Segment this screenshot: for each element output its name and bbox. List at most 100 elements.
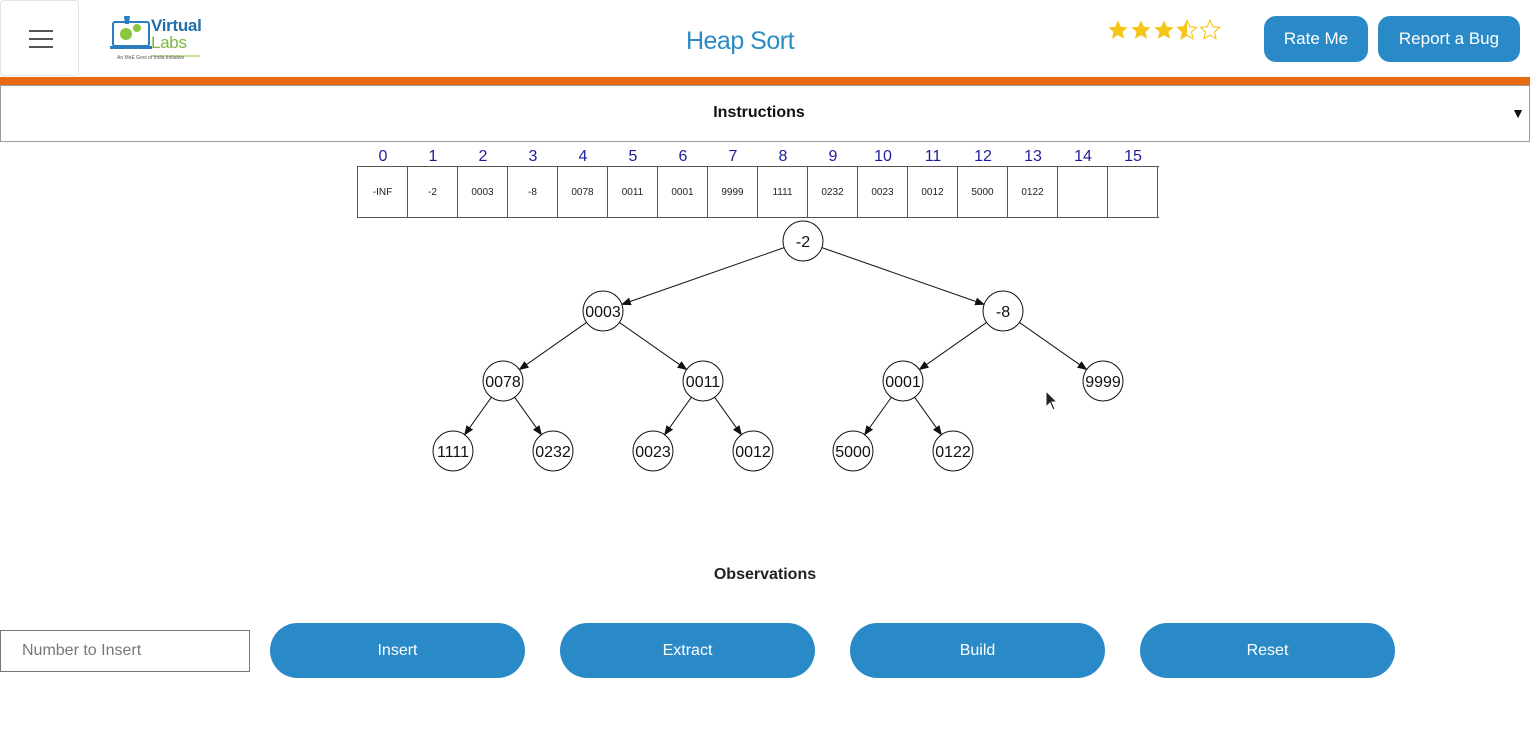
array-cell: 0003 bbox=[458, 167, 508, 217]
tree-node-label: 1111 bbox=[437, 444, 469, 461]
tree-node-label: -2 bbox=[796, 234, 810, 251]
tree-node: -2 bbox=[782, 220, 824, 262]
tree-node-circle bbox=[682, 360, 724, 402]
extract-button[interactable]: Extract bbox=[560, 623, 815, 678]
tree-node-label: 9999 bbox=[1085, 374, 1121, 391]
array-cell: 0012 bbox=[908, 167, 958, 217]
array-cell: 0078 bbox=[558, 167, 608, 217]
array-index-label: 2 bbox=[478, 148, 488, 165]
tree-node-label: 0023 bbox=[635, 444, 671, 461]
rate-me-button[interactable]: Rate Me bbox=[1264, 16, 1368, 62]
logo-tagline: An MoE Govt of India Initiative bbox=[117, 55, 185, 61]
tree-node-circle bbox=[782, 220, 824, 262]
array-index-label: 15 bbox=[1124, 148, 1142, 165]
tree-node-label: 0001 bbox=[885, 374, 921, 391]
build-button[interactable]: Build bbox=[850, 623, 1105, 678]
array-cell: 0232 bbox=[808, 167, 858, 217]
array-index-label: 12 bbox=[974, 148, 992, 165]
array-index-label: 4 bbox=[578, 148, 588, 165]
tree-node-circle bbox=[532, 430, 574, 472]
virtual-labs-logo-icon[interactable] bbox=[110, 12, 202, 64]
array-cell: 0011 bbox=[608, 167, 658, 217]
tree-node-circle bbox=[882, 360, 924, 402]
tree-node: 0232 bbox=[532, 430, 574, 472]
tree-edge bbox=[918, 322, 987, 371]
array-index-label: 0 bbox=[378, 148, 388, 165]
tree-edge bbox=[518, 322, 587, 371]
tree-node-circle bbox=[982, 290, 1024, 332]
tree-node-circle bbox=[1082, 360, 1124, 402]
tree-edge bbox=[864, 396, 892, 436]
tree-node-circle bbox=[632, 430, 674, 472]
heap-tree: -2 0003 -8 0078 0011 0001 9999 1111 0232 0023 0012… bbox=[432, 220, 1124, 472]
tree-edge bbox=[620, 247, 785, 306]
array-cell bbox=[1108, 167, 1158, 217]
array-cell: 5000 bbox=[958, 167, 1008, 217]
star-full-icon[interactable] bbox=[1107, 19, 1129, 41]
tree-edge bbox=[821, 247, 986, 306]
tree-node-circle bbox=[832, 430, 874, 472]
tree-node-label: 0011 bbox=[686, 374, 721, 391]
tree-node-label: 0012 bbox=[735, 444, 771, 461]
array-index-label: 11 bbox=[924, 148, 942, 165]
tree-node: 0011 bbox=[682, 360, 724, 402]
chevron-down-icon[interactable]: ▼ bbox=[1511, 105, 1525, 121]
tree-node-circle bbox=[732, 430, 774, 472]
star-half-icon[interactable] bbox=[1176, 19, 1198, 41]
tree-node: 5000 bbox=[832, 430, 874, 472]
array-cell: 0122 bbox=[1008, 167, 1058, 217]
tree-node-label: 0232 bbox=[535, 444, 571, 461]
header: Virtual Labs An MoE Govt of India Initia… bbox=[0, 0, 1530, 77]
star-rating[interactable] bbox=[1107, 19, 1221, 41]
tree-edge bbox=[464, 396, 492, 436]
tree-edge bbox=[714, 396, 742, 436]
tree-node: 0003 bbox=[582, 290, 624, 332]
insert-button[interactable]: Insert bbox=[270, 623, 525, 678]
instructions-toggle[interactable]: Instructions ▼ bbox=[0, 85, 1530, 142]
tree-node: 0001 bbox=[882, 360, 924, 402]
array-cell: 0023 bbox=[858, 167, 908, 217]
page-title: Heap Sort bbox=[685, 27, 795, 55]
mouse-cursor-icon bbox=[1045, 390, 1059, 411]
tree-node: -8 bbox=[982, 290, 1024, 332]
array-index-label: 9 bbox=[828, 148, 838, 165]
hamburger-menu-button[interactable] bbox=[0, 0, 79, 76]
header-divider bbox=[0, 77, 1530, 85]
tree-node-label: 5000 bbox=[835, 444, 871, 461]
tree-node: 1111 bbox=[432, 430, 474, 472]
tree-node-label: 0003 bbox=[585, 304, 621, 321]
star-full-icon[interactable] bbox=[1130, 19, 1152, 41]
tree-node: 0078 bbox=[482, 360, 524, 402]
tree-node: 0122 bbox=[932, 430, 974, 472]
tree-node: 0012 bbox=[732, 430, 774, 472]
tree-edge bbox=[514, 396, 542, 436]
logo-text-labs: Labs bbox=[151, 33, 187, 52]
tree-edge bbox=[1019, 322, 1088, 371]
tree-node-label: 0122 bbox=[935, 444, 971, 461]
tree-node: 9999 bbox=[1082, 360, 1124, 402]
array-index-label: 3 bbox=[528, 148, 538, 165]
menu-line-icon bbox=[29, 46, 53, 48]
tree-node-label: -8 bbox=[996, 304, 1010, 321]
report-bug-button[interactable]: Report a Bug bbox=[1378, 16, 1520, 62]
number-to-insert-input[interactable] bbox=[0, 630, 250, 672]
array-index-label: 8 bbox=[778, 148, 788, 165]
array-index-label: 1 bbox=[428, 148, 438, 165]
array-cell: 0001 bbox=[658, 167, 708, 217]
tree-edge bbox=[914, 396, 942, 436]
reset-button[interactable]: Reset bbox=[1140, 623, 1395, 678]
array-index-label: 10 bbox=[874, 148, 892, 165]
tree-node-circle bbox=[582, 290, 624, 332]
tree-node-circle bbox=[482, 360, 524, 402]
array-cell: -8 bbox=[508, 167, 558, 217]
menu-line-icon bbox=[29, 38, 53, 40]
array-index-label: 13 bbox=[1024, 148, 1042, 165]
menu-line-icon bbox=[29, 30, 53, 32]
star-empty-icon[interactable] bbox=[1199, 19, 1221, 41]
array-index-label: 14 bbox=[1074, 148, 1092, 165]
tree-edge bbox=[664, 396, 692, 436]
star-full-icon[interactable] bbox=[1153, 19, 1175, 41]
tree-node-circle bbox=[932, 430, 974, 472]
array-index-label: 7 bbox=[728, 148, 738, 165]
